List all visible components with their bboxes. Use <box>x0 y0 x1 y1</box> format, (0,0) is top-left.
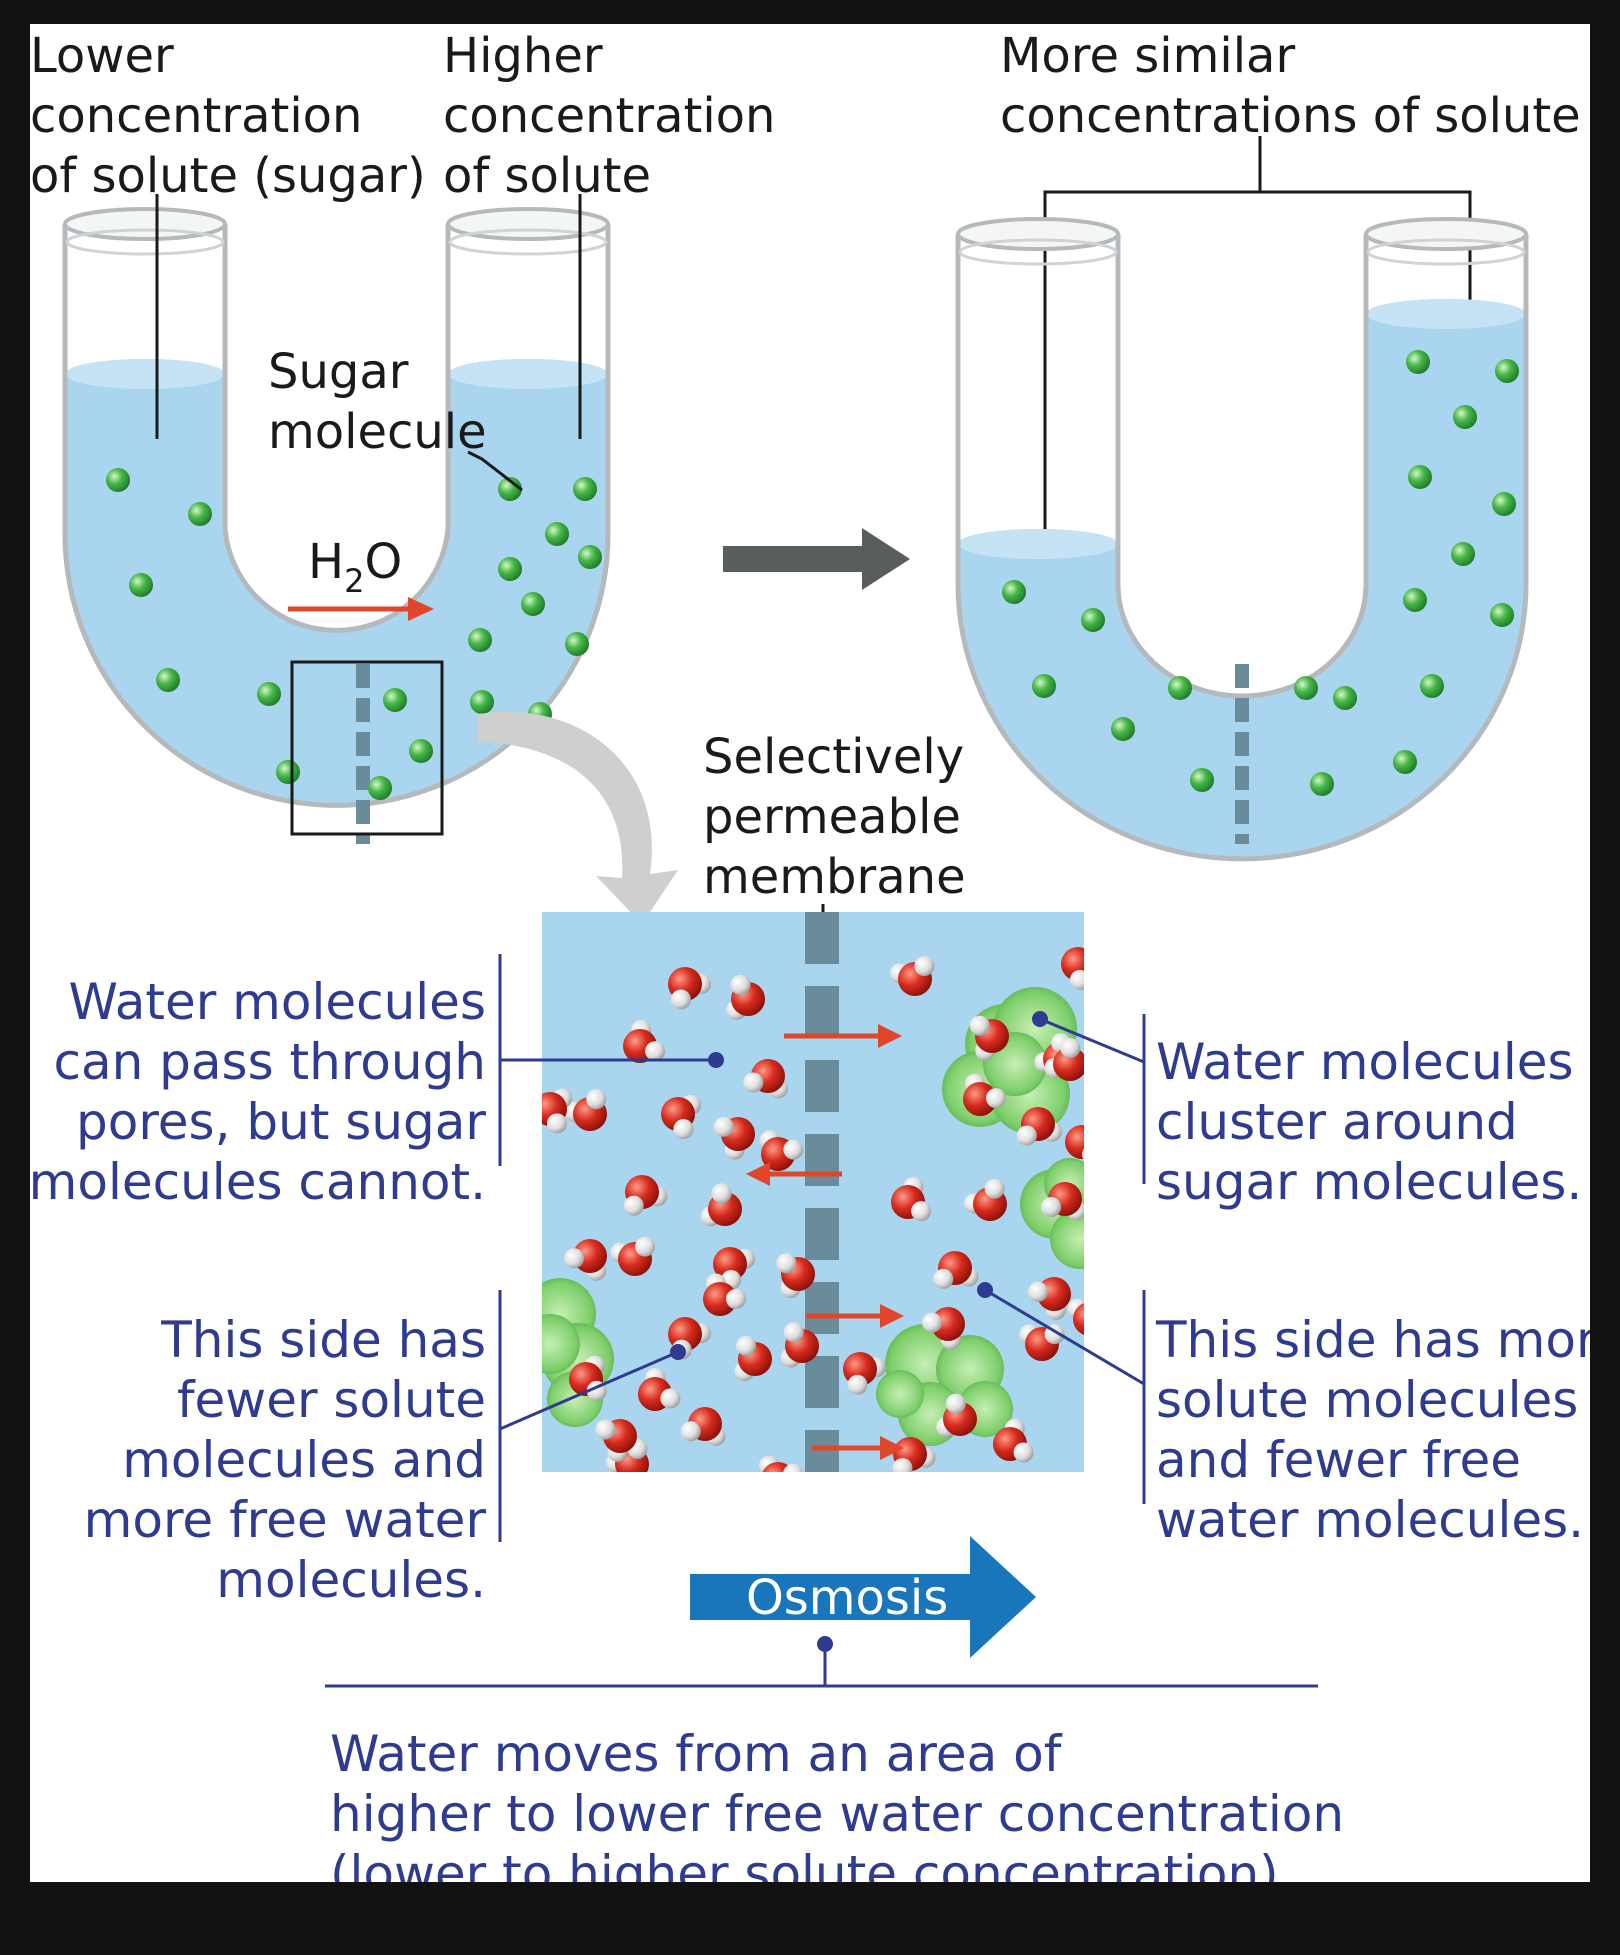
water-molecule <box>638 1368 681 1411</box>
osmosis-label: Osmosis <box>746 1570 949 1626</box>
sugar-molecules-initial <box>106 468 602 800</box>
water-molecule <box>892 1437 936 1472</box>
water-molecule <box>734 1335 772 1382</box>
water-molecule <box>776 1253 815 1299</box>
water-molecules <box>542 947 1136 1561</box>
caption-dots <box>670 1011 1048 1652</box>
water-molecule <box>668 967 711 1010</box>
water-molecule <box>1019 1324 1065 1361</box>
zoom-box <box>290 660 444 836</box>
zoom-arrow <box>478 711 678 924</box>
sugar-molecules-final <box>1002 350 1519 796</box>
water-molecule <box>726 974 765 1020</box>
water-molecule <box>1016 1107 1062 1146</box>
water-molecule <box>964 1178 1007 1221</box>
water-molecule <box>936 1393 977 1437</box>
water-molecule <box>843 1352 886 1395</box>
water-molecule <box>680 1521 724 1561</box>
water-molecule <box>1067 1298 1084 1335</box>
water-molecule <box>595 1419 637 1462</box>
water-molecule <box>780 1322 819 1368</box>
h2o-flow-arrow <box>288 597 434 621</box>
water-molecule <box>564 1239 607 1281</box>
water-molecule <box>969 1015 1009 1061</box>
water-molecule <box>1061 947 1084 990</box>
water-molecule <box>610 1236 656 1276</box>
water-molecule <box>713 1116 755 1160</box>
caption-leaders <box>325 954 1318 1688</box>
water-molecule <box>1041 1182 1084 1221</box>
water-molecule <box>542 1088 573 1134</box>
water-molecule <box>1044 1038 1084 1081</box>
process-arrow <box>723 528 910 590</box>
water-molecule <box>785 1507 827 1550</box>
water-molecule <box>680 1407 726 1446</box>
label-h2o: H2O <box>308 534 403 600</box>
water-molecule <box>713 1484 753 1529</box>
water-molecule <box>993 1418 1034 1463</box>
water-molecule <box>703 1273 746 1316</box>
flow-arrows <box>746 1024 904 1460</box>
water-molecule <box>1028 1277 1071 1320</box>
water-molecule <box>891 1176 932 1222</box>
water-molecule <box>890 956 935 996</box>
water-molecule <box>922 1307 965 1350</box>
u-tube-initial <box>62 207 611 844</box>
water-molecule <box>623 1175 668 1216</box>
water-molecule <box>1049 1505 1092 1546</box>
water-molecule <box>933 1251 979 1289</box>
water-molecule <box>743 1059 789 1099</box>
water-molecule <box>759 1455 803 1472</box>
zoom-panel <box>542 912 1136 1561</box>
water-molecule <box>661 1094 702 1140</box>
u-tube-final <box>955 217 1529 862</box>
label-leaders <box>155 136 1472 939</box>
osmosis-artwork <box>62 136 1529 1688</box>
water-molecule <box>1093 1228 1136 1271</box>
water-molecule <box>700 1183 742 1227</box>
water-molecule <box>564 1089 607 1131</box>
water-molecule <box>963 1073 1006 1116</box>
water-molecule <box>623 1020 666 1063</box>
water-molecule <box>1065 1122 1084 1161</box>
osmosis-arrow <box>690 1536 1036 1658</box>
